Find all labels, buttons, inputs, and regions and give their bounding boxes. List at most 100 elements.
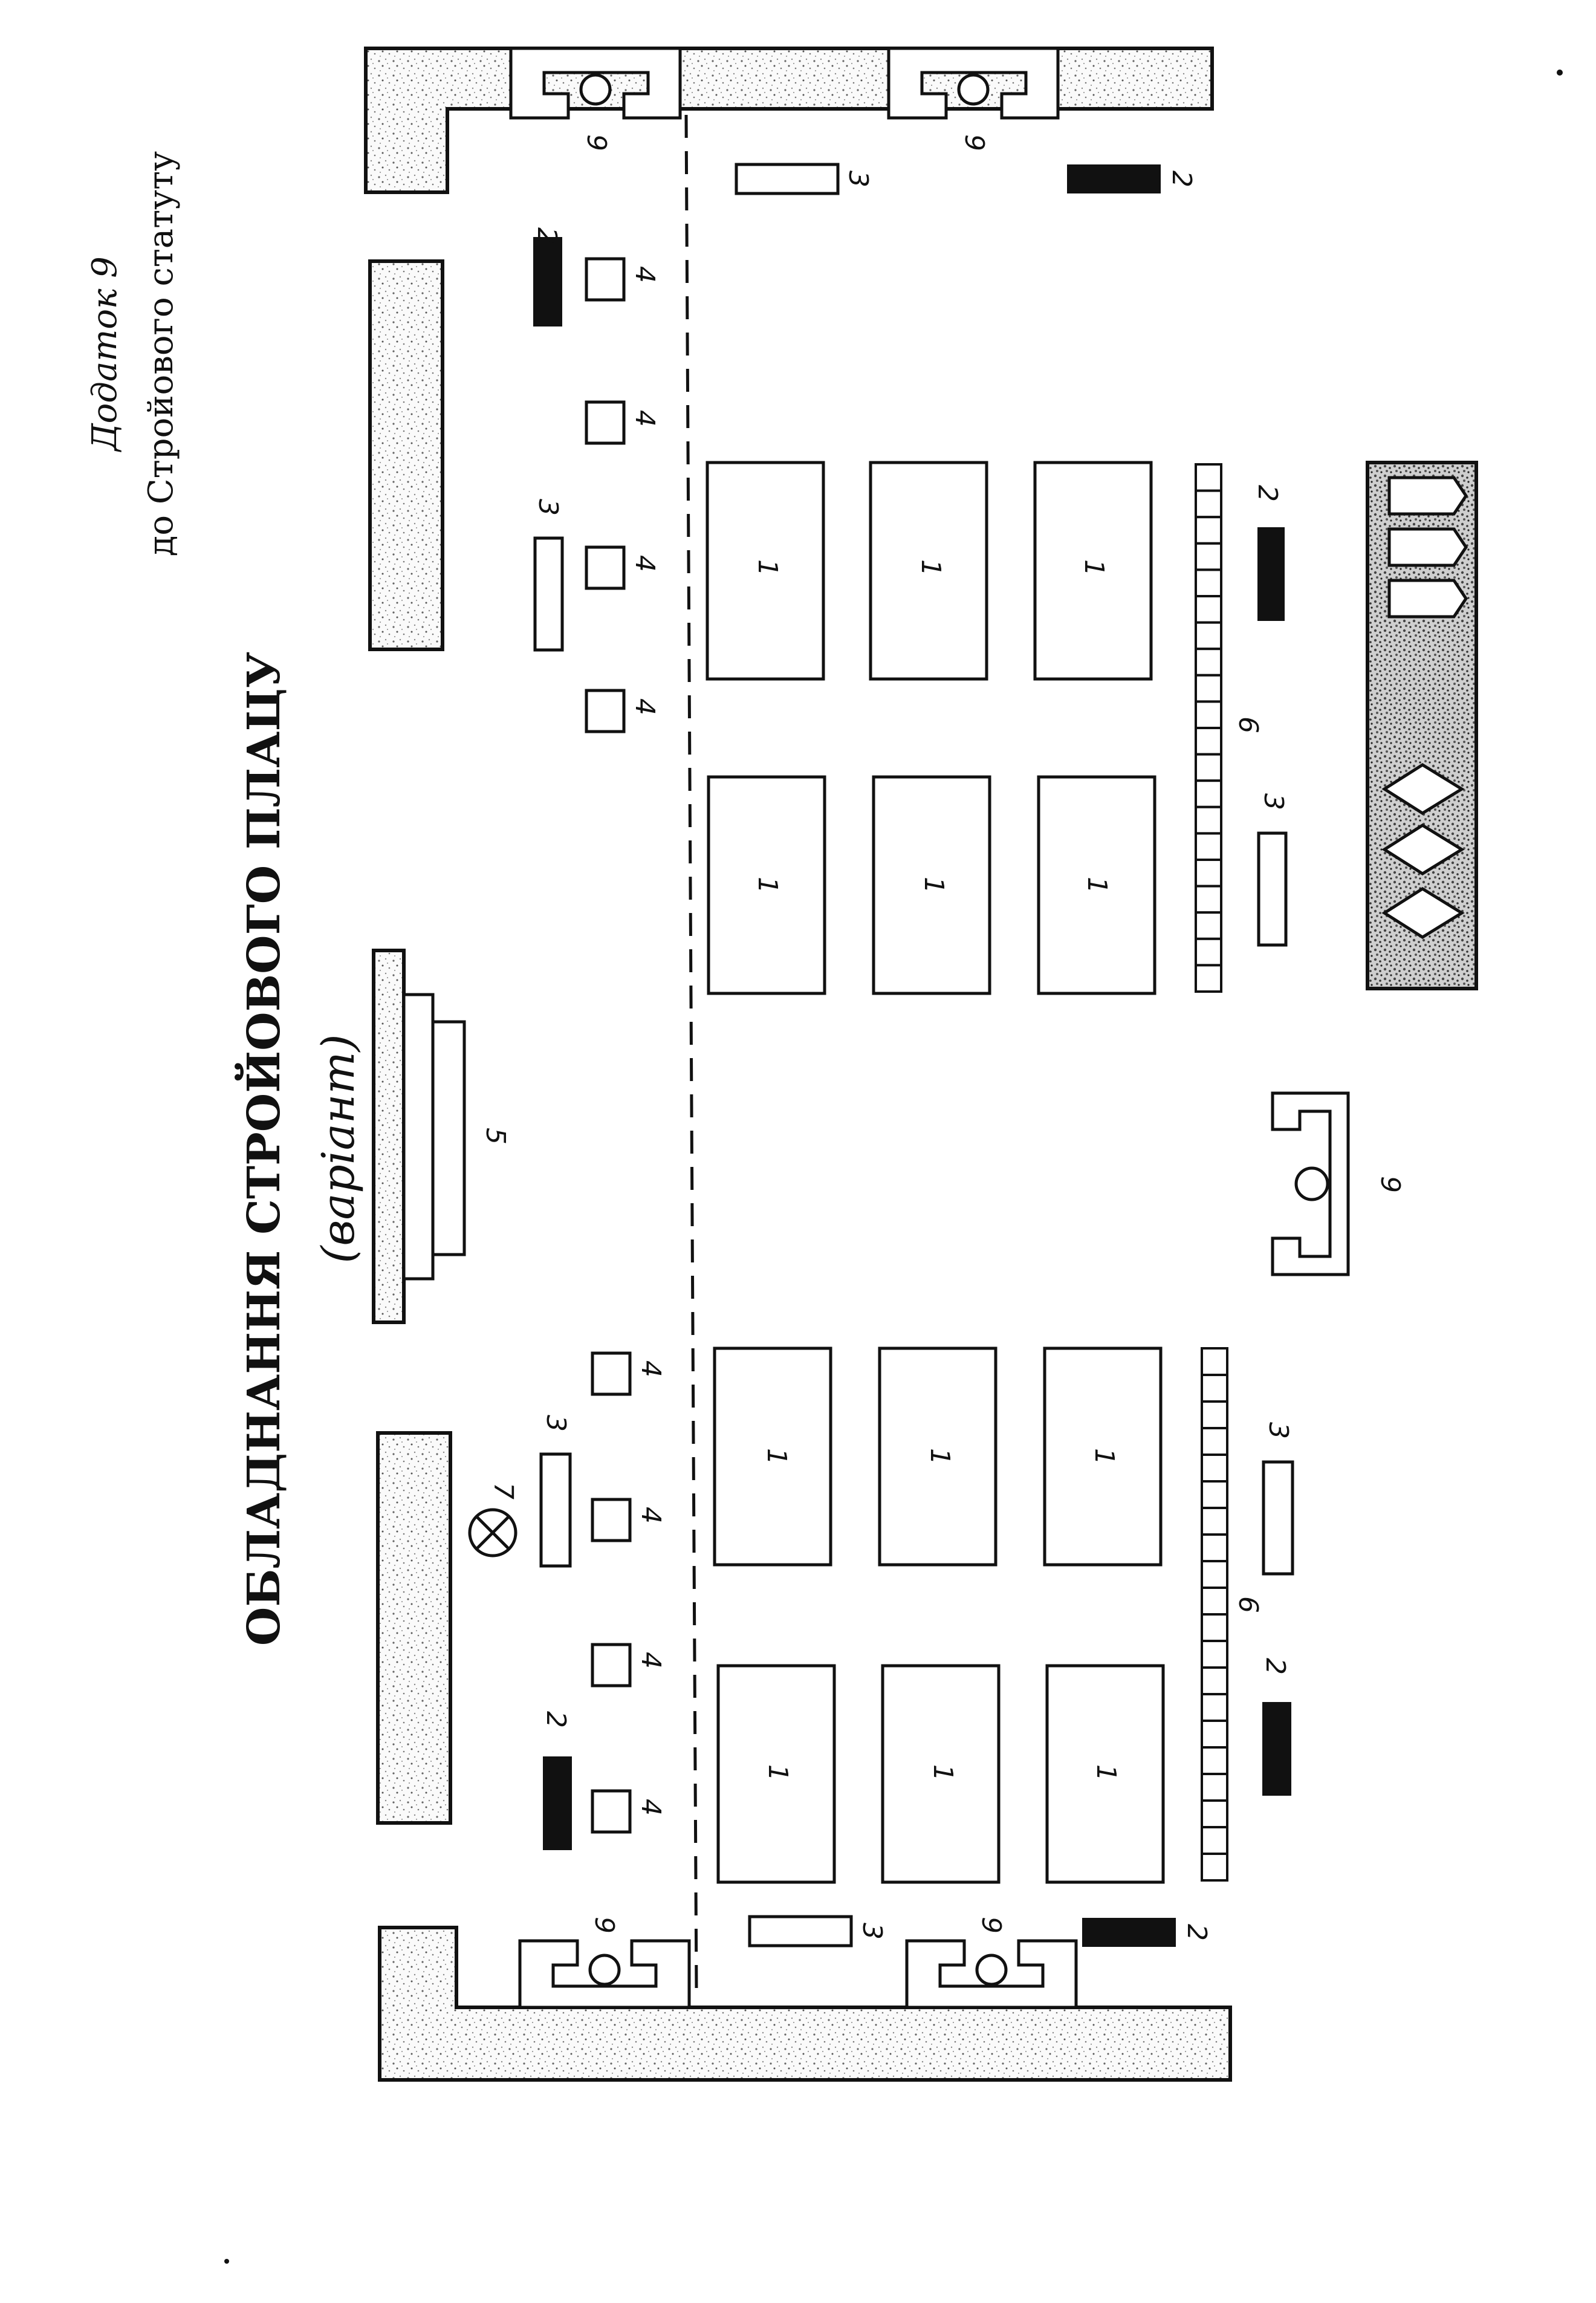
label-1-i: 1 bbox=[1089, 1448, 1120, 1465]
ladder-step bbox=[1201, 1853, 1228, 1882]
label-2-e: 2 bbox=[1260, 1658, 1291, 1675]
ladder-step bbox=[1195, 937, 1222, 967]
label-1-l: 1 bbox=[1091, 1764, 1121, 1781]
label-9-top-left: 9 bbox=[581, 134, 612, 151]
marker-2-d bbox=[543, 1756, 572, 1850]
label-4-a: 4 bbox=[629, 266, 660, 283]
label-4-b: 4 bbox=[629, 410, 660, 427]
marker-3-f bbox=[748, 1915, 853, 1947]
ladder-step bbox=[1195, 859, 1222, 888]
ladder-step bbox=[1201, 1533, 1228, 1562]
arrow-shape-2 bbox=[1387, 527, 1468, 567]
ladder-step bbox=[1195, 885, 1222, 914]
label-1-k: 1 bbox=[927, 1764, 958, 1781]
ladder-step bbox=[1201, 1507, 1228, 1536]
label-9-bottom-left: 9 bbox=[589, 1917, 620, 1934]
ladder-step bbox=[1201, 1587, 1228, 1616]
marker-2-a bbox=[533, 237, 562, 326]
ladder-step bbox=[1195, 621, 1222, 651]
marker-4-g bbox=[591, 1643, 632, 1687]
marker-4-e bbox=[591, 1351, 632, 1396]
ladder-step bbox=[1201, 1693, 1228, 1722]
label-9-center: 9 bbox=[1375, 1176, 1406, 1193]
ladder-step bbox=[1201, 1746, 1228, 1775]
ladder-step bbox=[1195, 779, 1222, 808]
label-3-c: 3 bbox=[1258, 793, 1289, 810]
ladder-step bbox=[1195, 832, 1222, 862]
marker-4-f bbox=[591, 1498, 632, 1542]
ladder-step bbox=[1195, 489, 1222, 519]
ladder-step bbox=[1201, 1480, 1228, 1509]
ladder-step bbox=[1201, 1666, 1228, 1695]
label-5: 5 bbox=[480, 1128, 511, 1145]
wall-lower-strip bbox=[376, 1431, 452, 1825]
label-3-e: 3 bbox=[1263, 1422, 1294, 1439]
label-2-d: 2 bbox=[540, 1711, 571, 1728]
gate-top-left bbox=[509, 47, 682, 120]
marker-3-a bbox=[533, 536, 564, 652]
label-9-top-right: 9 bbox=[959, 134, 990, 151]
label-2-c: 2 bbox=[1252, 485, 1283, 502]
ladder-step bbox=[1195, 568, 1222, 598]
ladder-step bbox=[1195, 964, 1222, 993]
gate-center bbox=[1271, 1091, 1350, 1276]
diamond-shape-2 bbox=[1381, 823, 1465, 875]
marker-4-a bbox=[585, 257, 626, 302]
label-1-e: 1 bbox=[918, 877, 949, 894]
arrow-shape-1 bbox=[1387, 476, 1468, 516]
ladder-step bbox=[1195, 648, 1222, 677]
marker-2-e bbox=[1262, 1702, 1291, 1796]
label-4-c: 4 bbox=[629, 555, 660, 572]
label-3-f: 3 bbox=[857, 1923, 887, 1940]
ladder-step bbox=[1195, 516, 1222, 545]
marker-2-f bbox=[1082, 1918, 1176, 1947]
ladder-step bbox=[1201, 1799, 1228, 1828]
ladder-step bbox=[1201, 1826, 1228, 1855]
appendix-line-2: до Стройового статуту bbox=[141, 151, 181, 556]
marker-3-e bbox=[1262, 1460, 1294, 1576]
ladder-step bbox=[1195, 753, 1222, 782]
page-subtitle: (варіант) bbox=[313, 1035, 365, 1264]
ladder-step bbox=[1201, 1773, 1228, 1802]
lamp-post-icon bbox=[468, 1508, 517, 1558]
ladder-step bbox=[1201, 1560, 1228, 1589]
ladder-step bbox=[1195, 727, 1222, 756]
training-area-group-lower bbox=[713, 1346, 1165, 1884]
tribune bbox=[372, 949, 466, 1324]
marker-2-b bbox=[1067, 164, 1161, 193]
label-7: 7 bbox=[488, 1483, 519, 1499]
wall-upper-strip bbox=[368, 259, 444, 651]
gate-bottom-left bbox=[518, 1939, 691, 2009]
page-speck-2 bbox=[224, 2259, 229, 2264]
diamond-shape-3 bbox=[1381, 887, 1465, 939]
label-4-e: 4 bbox=[635, 1360, 666, 1377]
page-title: ОБЛАДНАННЯ СТРОЙОВОГО ПЛАЦУ bbox=[234, 652, 290, 1646]
marker-4-d bbox=[585, 689, 626, 733]
label-1-f: 1 bbox=[1082, 877, 1112, 894]
label-6-lower: 6 bbox=[1233, 1596, 1264, 1613]
ladder-step bbox=[1195, 595, 1222, 624]
label-4-d: 4 bbox=[629, 698, 660, 715]
label-4-f: 4 bbox=[635, 1507, 666, 1524]
label-2-a: 2 bbox=[531, 227, 562, 244]
marker-4-b bbox=[585, 400, 626, 445]
label-2-b: 2 bbox=[1166, 171, 1197, 187]
ladder-step bbox=[1195, 542, 1222, 571]
dashed-boundary bbox=[684, 114, 698, 1993]
decorative-flowerbed bbox=[1366, 461, 1478, 990]
label-3-a: 3 bbox=[533, 499, 563, 516]
marker-3-c bbox=[1257, 831, 1288, 947]
ladder-step bbox=[1201, 1347, 1228, 1376]
label-3-d: 3 bbox=[540, 1415, 571, 1432]
label-1-j: 1 bbox=[762, 1764, 793, 1781]
arrow-shape-3 bbox=[1387, 579, 1468, 619]
gate-top-right bbox=[887, 47, 1060, 120]
label-3-b: 3 bbox=[843, 171, 874, 187]
ladder-step bbox=[1201, 1613, 1228, 1642]
label-4-h: 4 bbox=[635, 1799, 666, 1816]
wall-bottom-left bbox=[378, 1926, 1232, 2082]
training-area-group-upper bbox=[706, 461, 1156, 995]
label-1-g: 1 bbox=[761, 1448, 792, 1465]
ladder-step bbox=[1195, 805, 1222, 835]
